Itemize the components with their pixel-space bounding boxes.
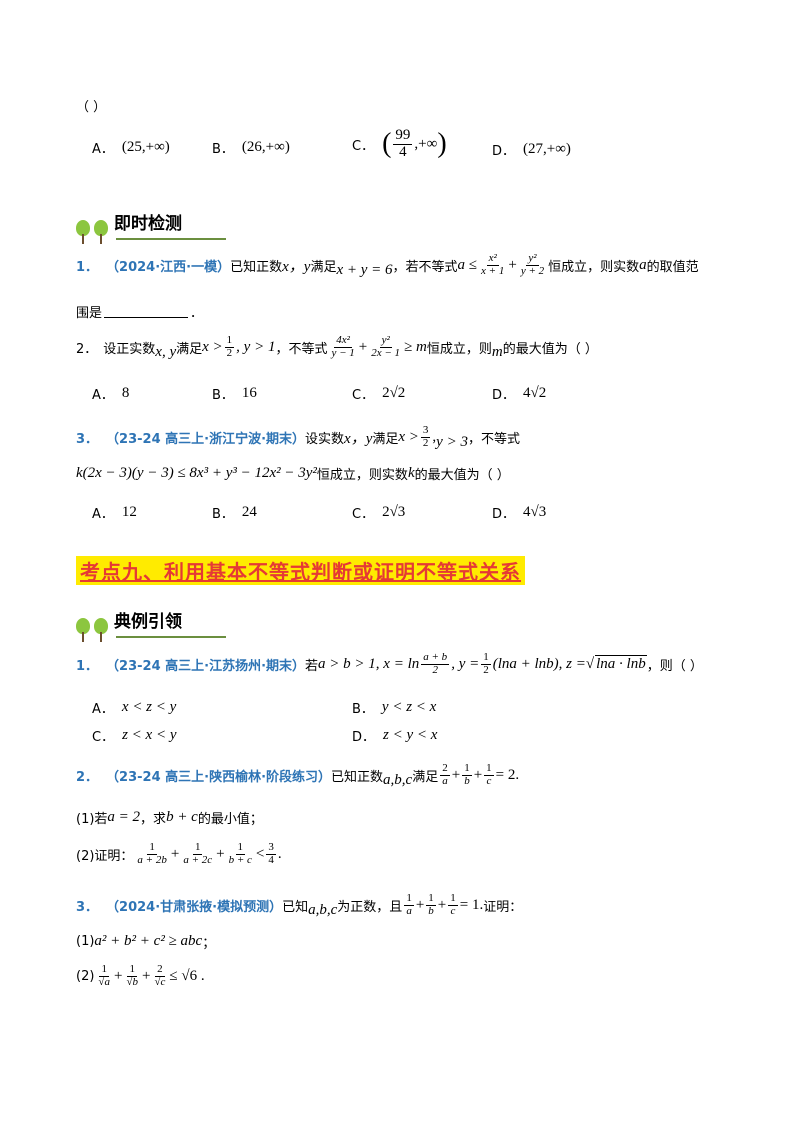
option-value: (27,+∞): [523, 141, 571, 157]
question-source: （23-24 高三上·江苏扬州·期末）: [106, 658, 306, 674]
option-c: C．2√2: [352, 385, 406, 403]
question-source: （23-24 高三上·浙江宁波·期末）: [106, 432, 306, 447]
option-c: C．2√3: [352, 504, 406, 522]
option-a: A．8: [92, 385, 130, 403]
option-label: C．: [352, 138, 375, 154]
answer-paren: （ ）: [76, 100, 107, 115]
option-label: B．: [212, 142, 234, 157]
option-b: B．y < z < x: [352, 699, 437, 717]
option-d: D．z < y < x: [352, 727, 438, 745]
question-1-cont: 围是．: [76, 305, 204, 321]
option-d: D．4√3: [492, 504, 547, 522]
tree-icon: [94, 220, 108, 244]
banner-title: 即时检测: [114, 214, 182, 234]
option-a: A．x < z < y: [92, 699, 177, 717]
section-banner: 即时检测: [76, 200, 226, 244]
section-heading: 考点九、利用基本不等式判断或证明不等式关系: [76, 556, 525, 585]
example-3-part-2: (2) 1√a+ 1√b+ 2√c≤ √6 .: [76, 963, 205, 988]
tree-icon: [76, 618, 90, 642]
option-b: B．24: [212, 504, 257, 522]
option-d: D． (27,+∞): [492, 140, 571, 159]
banner-title: 典例引领: [114, 612, 182, 632]
option-b: B． (26,+∞): [212, 138, 290, 157]
option-d: D．4√2: [492, 385, 547, 403]
option-value: (25,+∞): [121, 139, 170, 155]
question-source: （2024·江西·一模）: [106, 260, 231, 275]
example-3-part-1: (1)a² + b² + c² ≥ abc；: [76, 933, 216, 951]
question-3-cont: k(2x − 3)(y − 3) ≤ 8x³ + y³ − 12x² − 3y²…: [76, 465, 510, 483]
option-c: C．z < x < y: [92, 727, 177, 745]
answer-blank: [104, 305, 189, 318]
option-label: A．: [92, 142, 114, 157]
tree-icon: [76, 220, 90, 244]
question-source: （23-24 高三上·陕西榆林·阶段练习）: [106, 770, 332, 785]
section-banner: 典例引领: [76, 598, 226, 642]
option-a: A． (25,+∞): [92, 138, 170, 157]
option-b: B．16: [212, 385, 257, 403]
option-a: A．12: [92, 504, 137, 522]
tree-icon: [94, 618, 108, 642]
question-source: （2024·甘肃张掖·模拟预测）: [106, 900, 283, 915]
example-1: 1． （23-24 高三上·江苏扬州·期末） 若 a > b > 1, x = …: [76, 651, 703, 676]
option-label: D．: [492, 144, 516, 159]
option-value: (26,+∞): [241, 139, 290, 155]
